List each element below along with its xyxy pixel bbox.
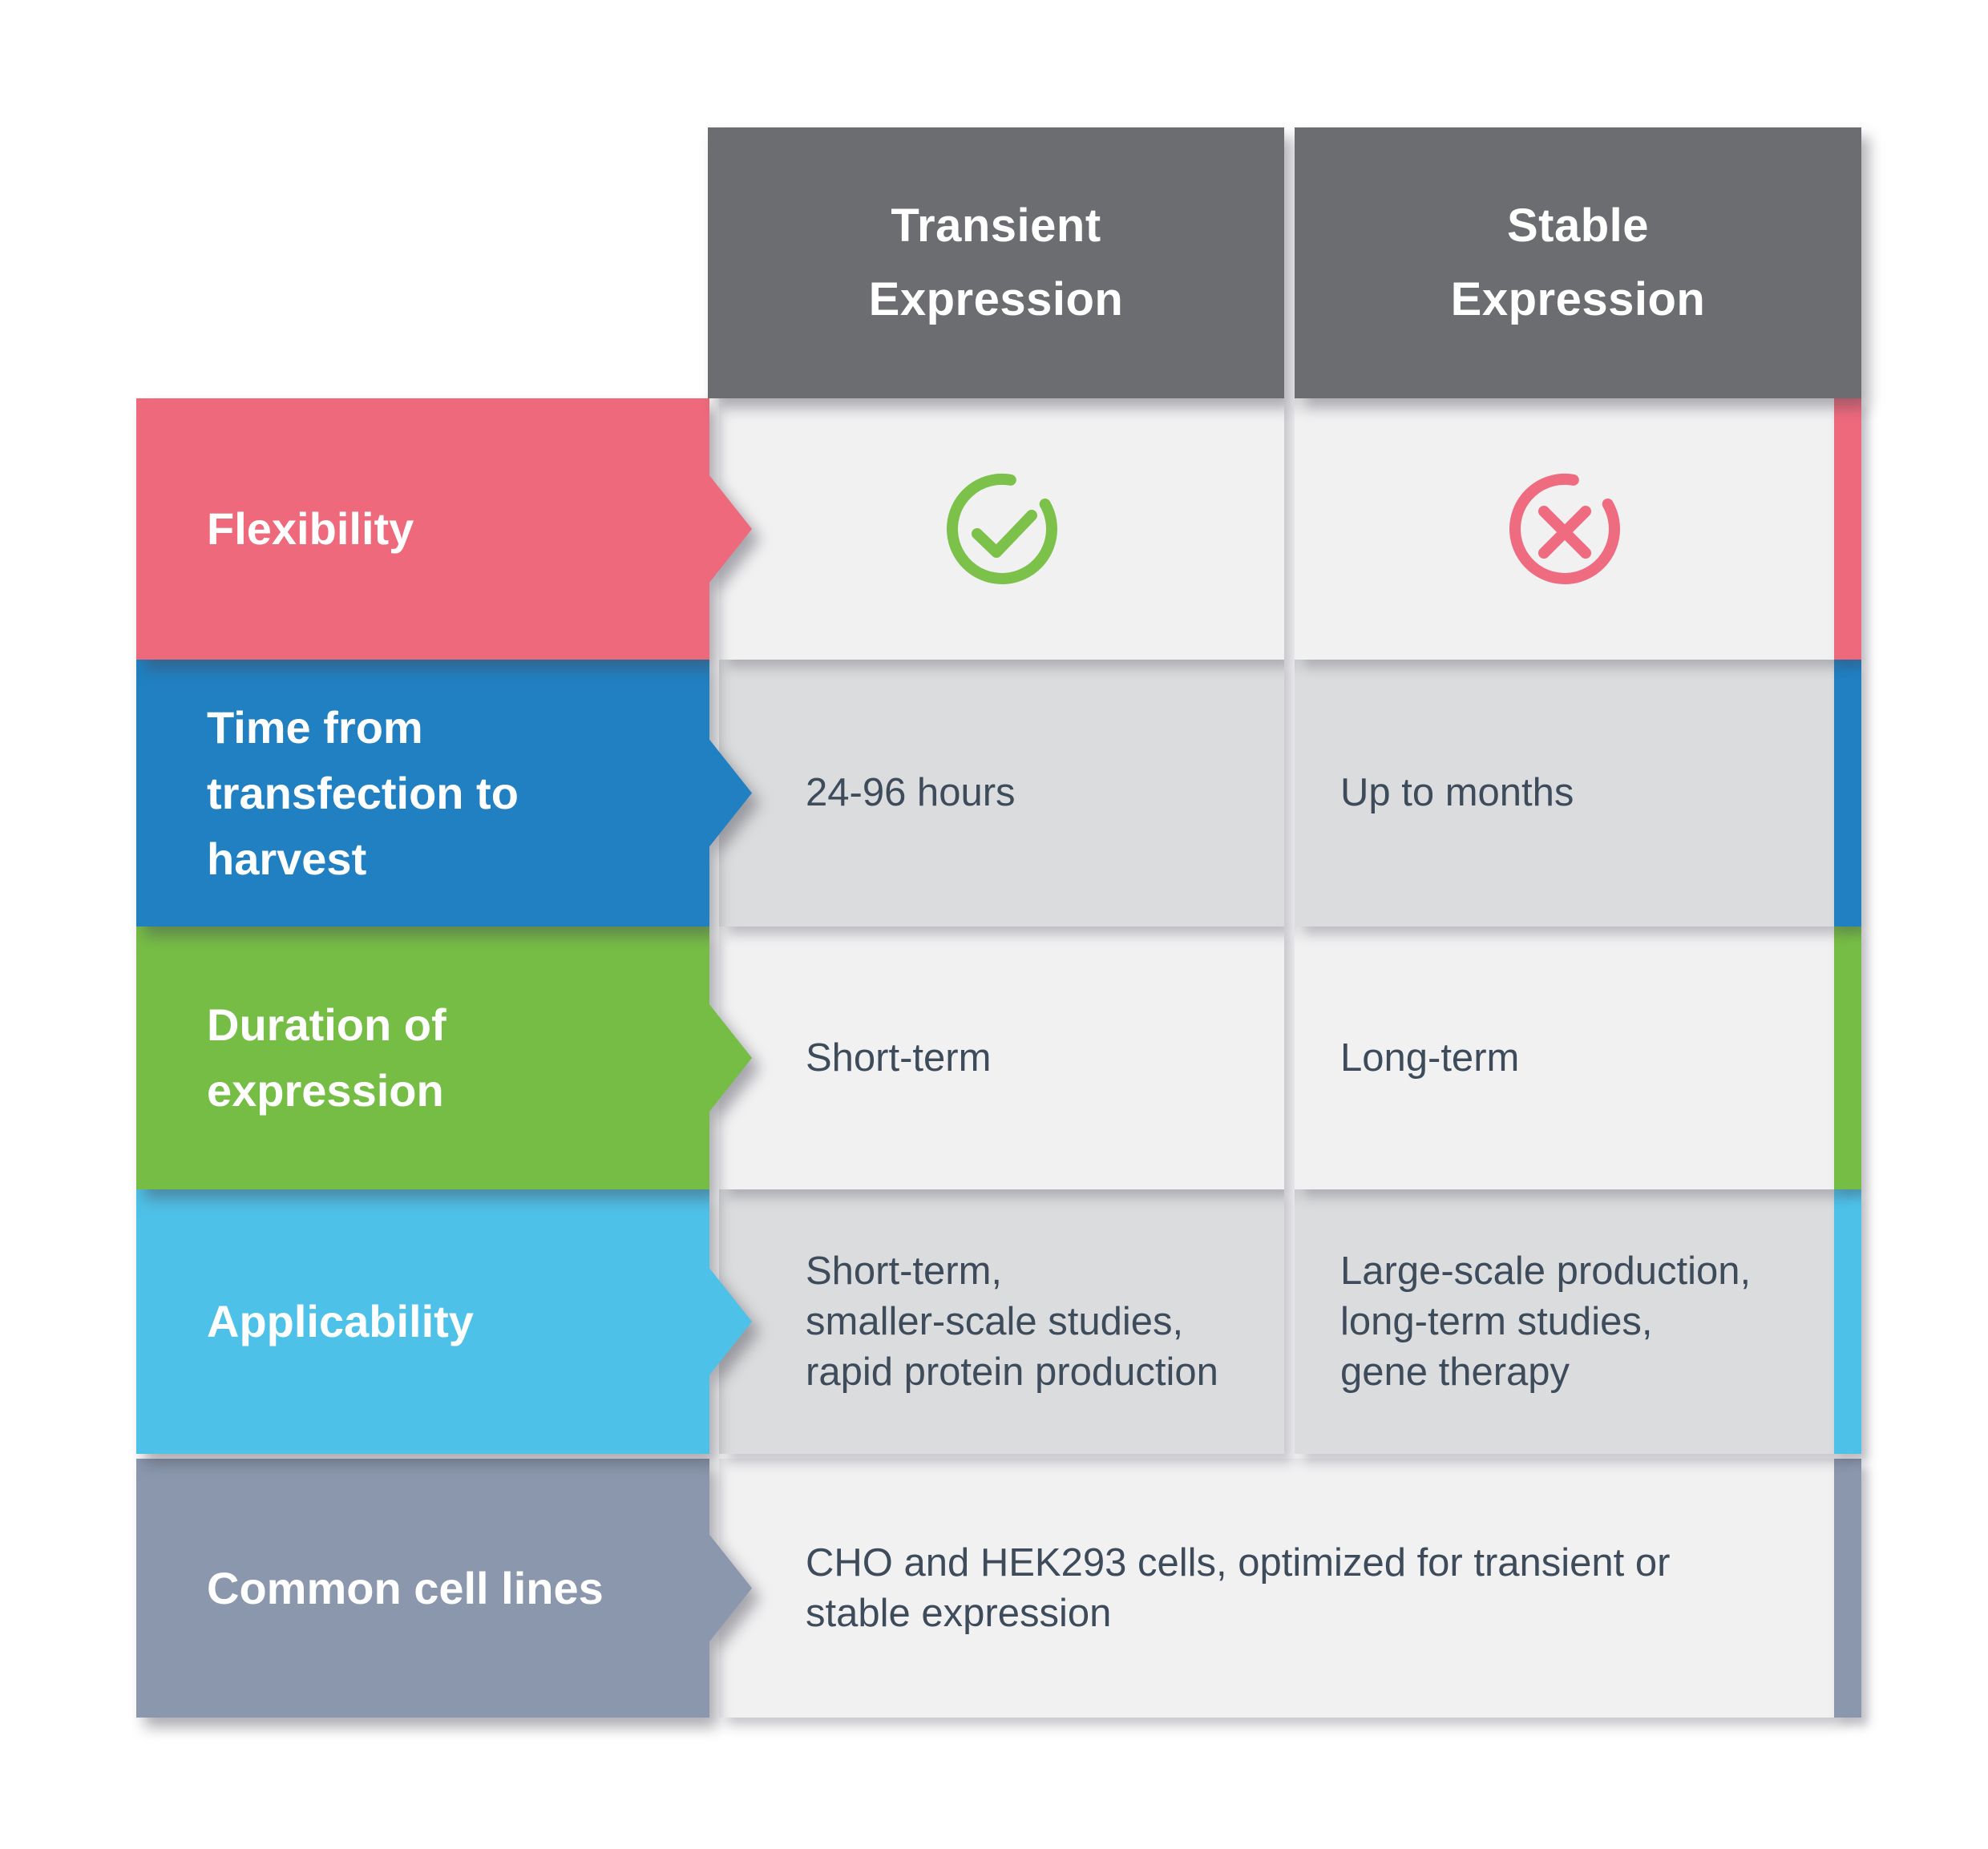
cell-time-stable: Up to months [1295,660,1834,927]
cell-duration-transient: Short-term [719,927,1284,1189]
cell-flexibility-transient [719,398,1284,660]
row-label-flexibility-text: Flexibility [136,398,709,660]
row-edge-strip-time [1834,660,1861,927]
row-label-time-to-harvest: Time from transfection to harvest [136,660,752,927]
arrow-right-icon [709,474,752,583]
row-label-duration-text: Duration of expression [136,927,709,1189]
row-label-applicability-text: Applicability [136,1189,709,1454]
column-header-transient-expression: Transient Expression [708,127,1284,398]
row-edge-strip-applicability [1834,1189,1861,1454]
arrow-right-icon [709,1533,752,1643]
check-circle-icon [946,473,1057,584]
arrow-right-icon [709,1003,752,1112]
cell-applicability-transient: Short-term, smaller-scale studies, rapid… [719,1189,1284,1454]
cell-flexibility-stable [1295,398,1834,660]
row-label-common-cell-lines-text: Common cell lines [136,1459,709,1718]
row-label-flexibility: Flexibility [136,398,752,660]
cell-common-cell-lines: CHO and HEK293 cells, optimized for tran… [719,1459,1834,1718]
x-circle-icon [1509,473,1620,584]
row-label-common-cell-lines: Common cell lines [136,1459,752,1718]
row-edge-strip-common-cell-lines [1834,1459,1861,1718]
arrow-right-icon [709,738,752,848]
arrow-right-icon [709,1267,752,1376]
cell-duration-stable: Long-term [1295,927,1834,1189]
row-edge-strip-flexibility [1834,398,1861,660]
cell-time-transient: 24-96 hours [719,660,1284,927]
row-label-applicability: Applicability [136,1189,752,1454]
cell-applicability-stable: Large-scale production, long-term studie… [1295,1189,1834,1454]
row-label-time-to-harvest-text: Time from transfection to harvest [136,660,709,927]
column-header-stable-expression: Stable Expression [1295,127,1861,398]
row-edge-strip-duration [1834,927,1861,1189]
row-label-duration: Duration of expression [136,927,752,1189]
